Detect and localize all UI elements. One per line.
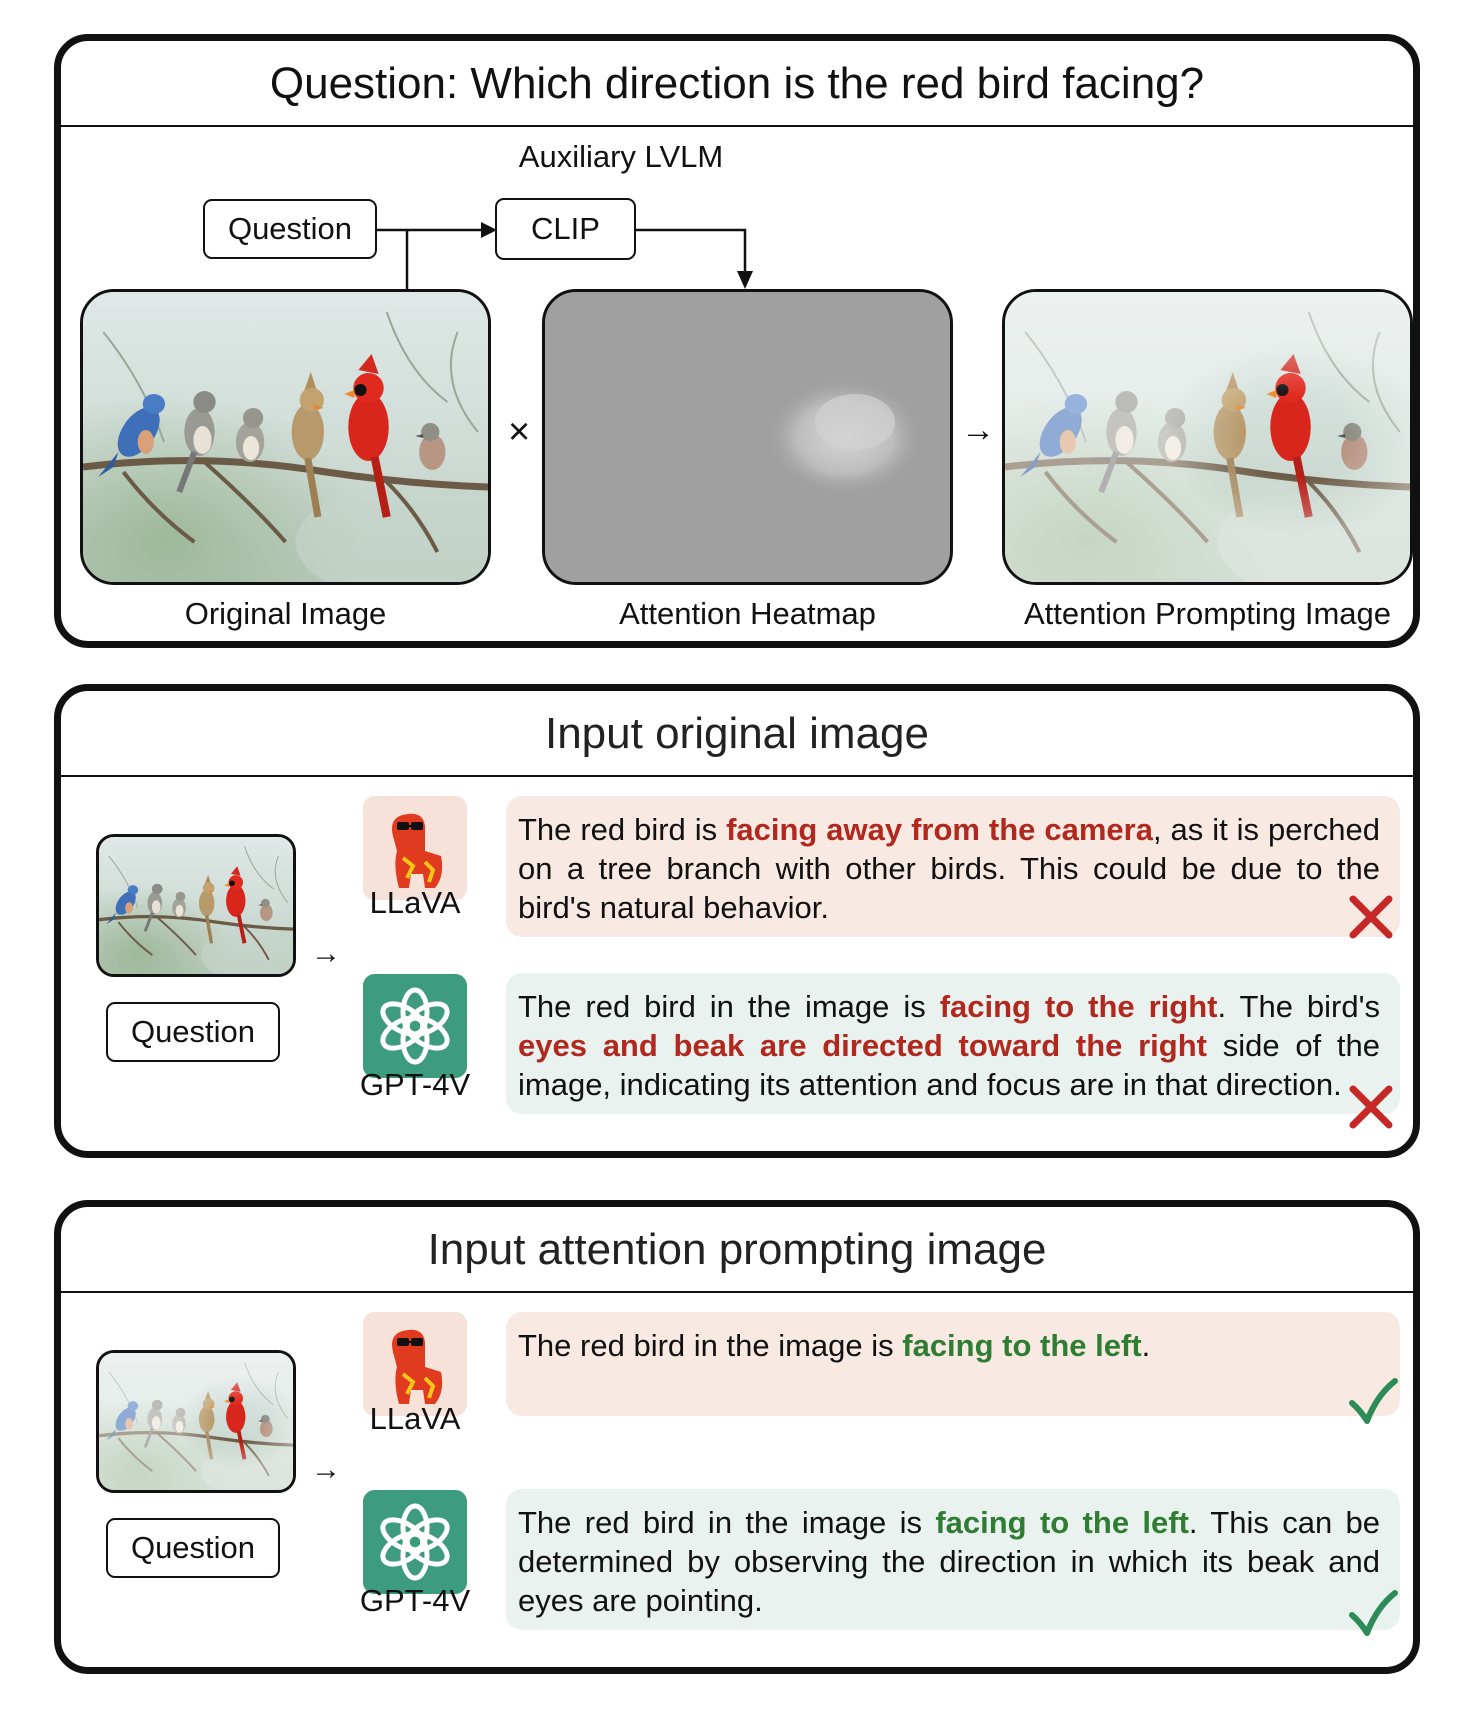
panel-input-original: Input original image Question → LLaVA Th… [54,684,1420,1158]
clip-box: CLIP [495,198,636,260]
auxiliary-lvlm-label: Auxiliary LVLM [518,139,724,174]
response-text: The red bird in the image is [518,989,940,1024]
llava-response-original: The red bird is facing away from the cam… [506,796,1400,937]
cross-mark-icon [1349,1085,1393,1129]
response-text: , as it is perched on a tree branch with… [518,812,1380,925]
arrow-right-icon: → [311,1453,341,1486]
attention-prompting-thumbnail [96,1350,296,1493]
caption-attention-heatmap: Attention Heatmap [619,596,876,631]
caption-attention-prompting-image: Attention Prompting Image [1023,596,1392,631]
attention-fade-overlay [1005,292,1410,582]
response-text: . This can be determined by observing th… [518,1505,1381,1618]
arrow-right-icon: → [311,937,341,970]
panel-original-divider [61,775,1413,777]
attention-prompting-image [1002,289,1413,585]
response-highlight: eyes and beak are directed toward the ri… [518,1028,1207,1063]
multiply-icon: × [508,411,531,453]
llava-label: LLaVA [369,1401,461,1436]
attention-fade-overlay [99,1353,293,1490]
attention-heatmap-image [542,289,953,585]
response-highlight: facing to the left [935,1505,1189,1540]
response-highlight: facing to the left [902,1328,1142,1363]
response-text: . [1141,1328,1151,1363]
llava-mascot-icon [363,796,467,900]
top-connector-arrows [377,222,753,289]
gpt4v-label: GPT-4V [359,1583,471,1618]
panel-original-title: Input original image [544,709,929,758]
llava-label: LLaVA [369,885,461,920]
gpt4v-response-prompting: The red bird in the image is facing to t… [506,1489,1400,1630]
top-panel: Question: Which direction is the red bir… [54,34,1420,648]
openai-logo-icon [363,974,467,1078]
arrow-right-icon: → [961,411,995,449]
response-text: side of the image, indicating its attent… [518,1028,1380,1102]
check-mark-icon [1349,1378,1398,1424]
caption-original-image: Original Image [184,596,387,631]
llava-mascot-icon [363,1312,467,1416]
gpt4v-label: GPT-4V [359,1067,471,1102]
cross-mark-icon [1349,895,1393,939]
response-text: The red bird is [518,812,727,847]
top-panel-divider [61,125,1413,127]
response-highlight: facing to the right [939,989,1218,1024]
original-image-thumbnail [96,834,296,977]
response-text: The red bird in the image is [518,1328,903,1363]
question-box-original: Question [106,1002,280,1062]
question-box: Question [203,199,377,259]
original-image [80,289,491,585]
response-text: The red bird in the image is [518,1505,936,1540]
top-panel-title: Question: Which direction is the red bir… [269,59,1205,108]
response-text: . The bird's [1217,989,1381,1024]
llava-response-prompting: The red bird in the image is facing to t… [506,1312,1400,1416]
panel-input-prompting: Input attention prompting image Question… [54,1200,1420,1674]
panel-prompting-divider [61,1291,1413,1293]
openai-logo-icon [363,1490,467,1594]
gpt4v-response-original: The red bird in the image is facing to t… [506,973,1400,1114]
panel-prompting-title: Input attention prompting image [427,1225,1047,1274]
response-highlight: facing away from the camera [726,812,1153,847]
question-box-prompting: Question [106,1518,280,1578]
check-mark-icon [1349,1590,1398,1636]
